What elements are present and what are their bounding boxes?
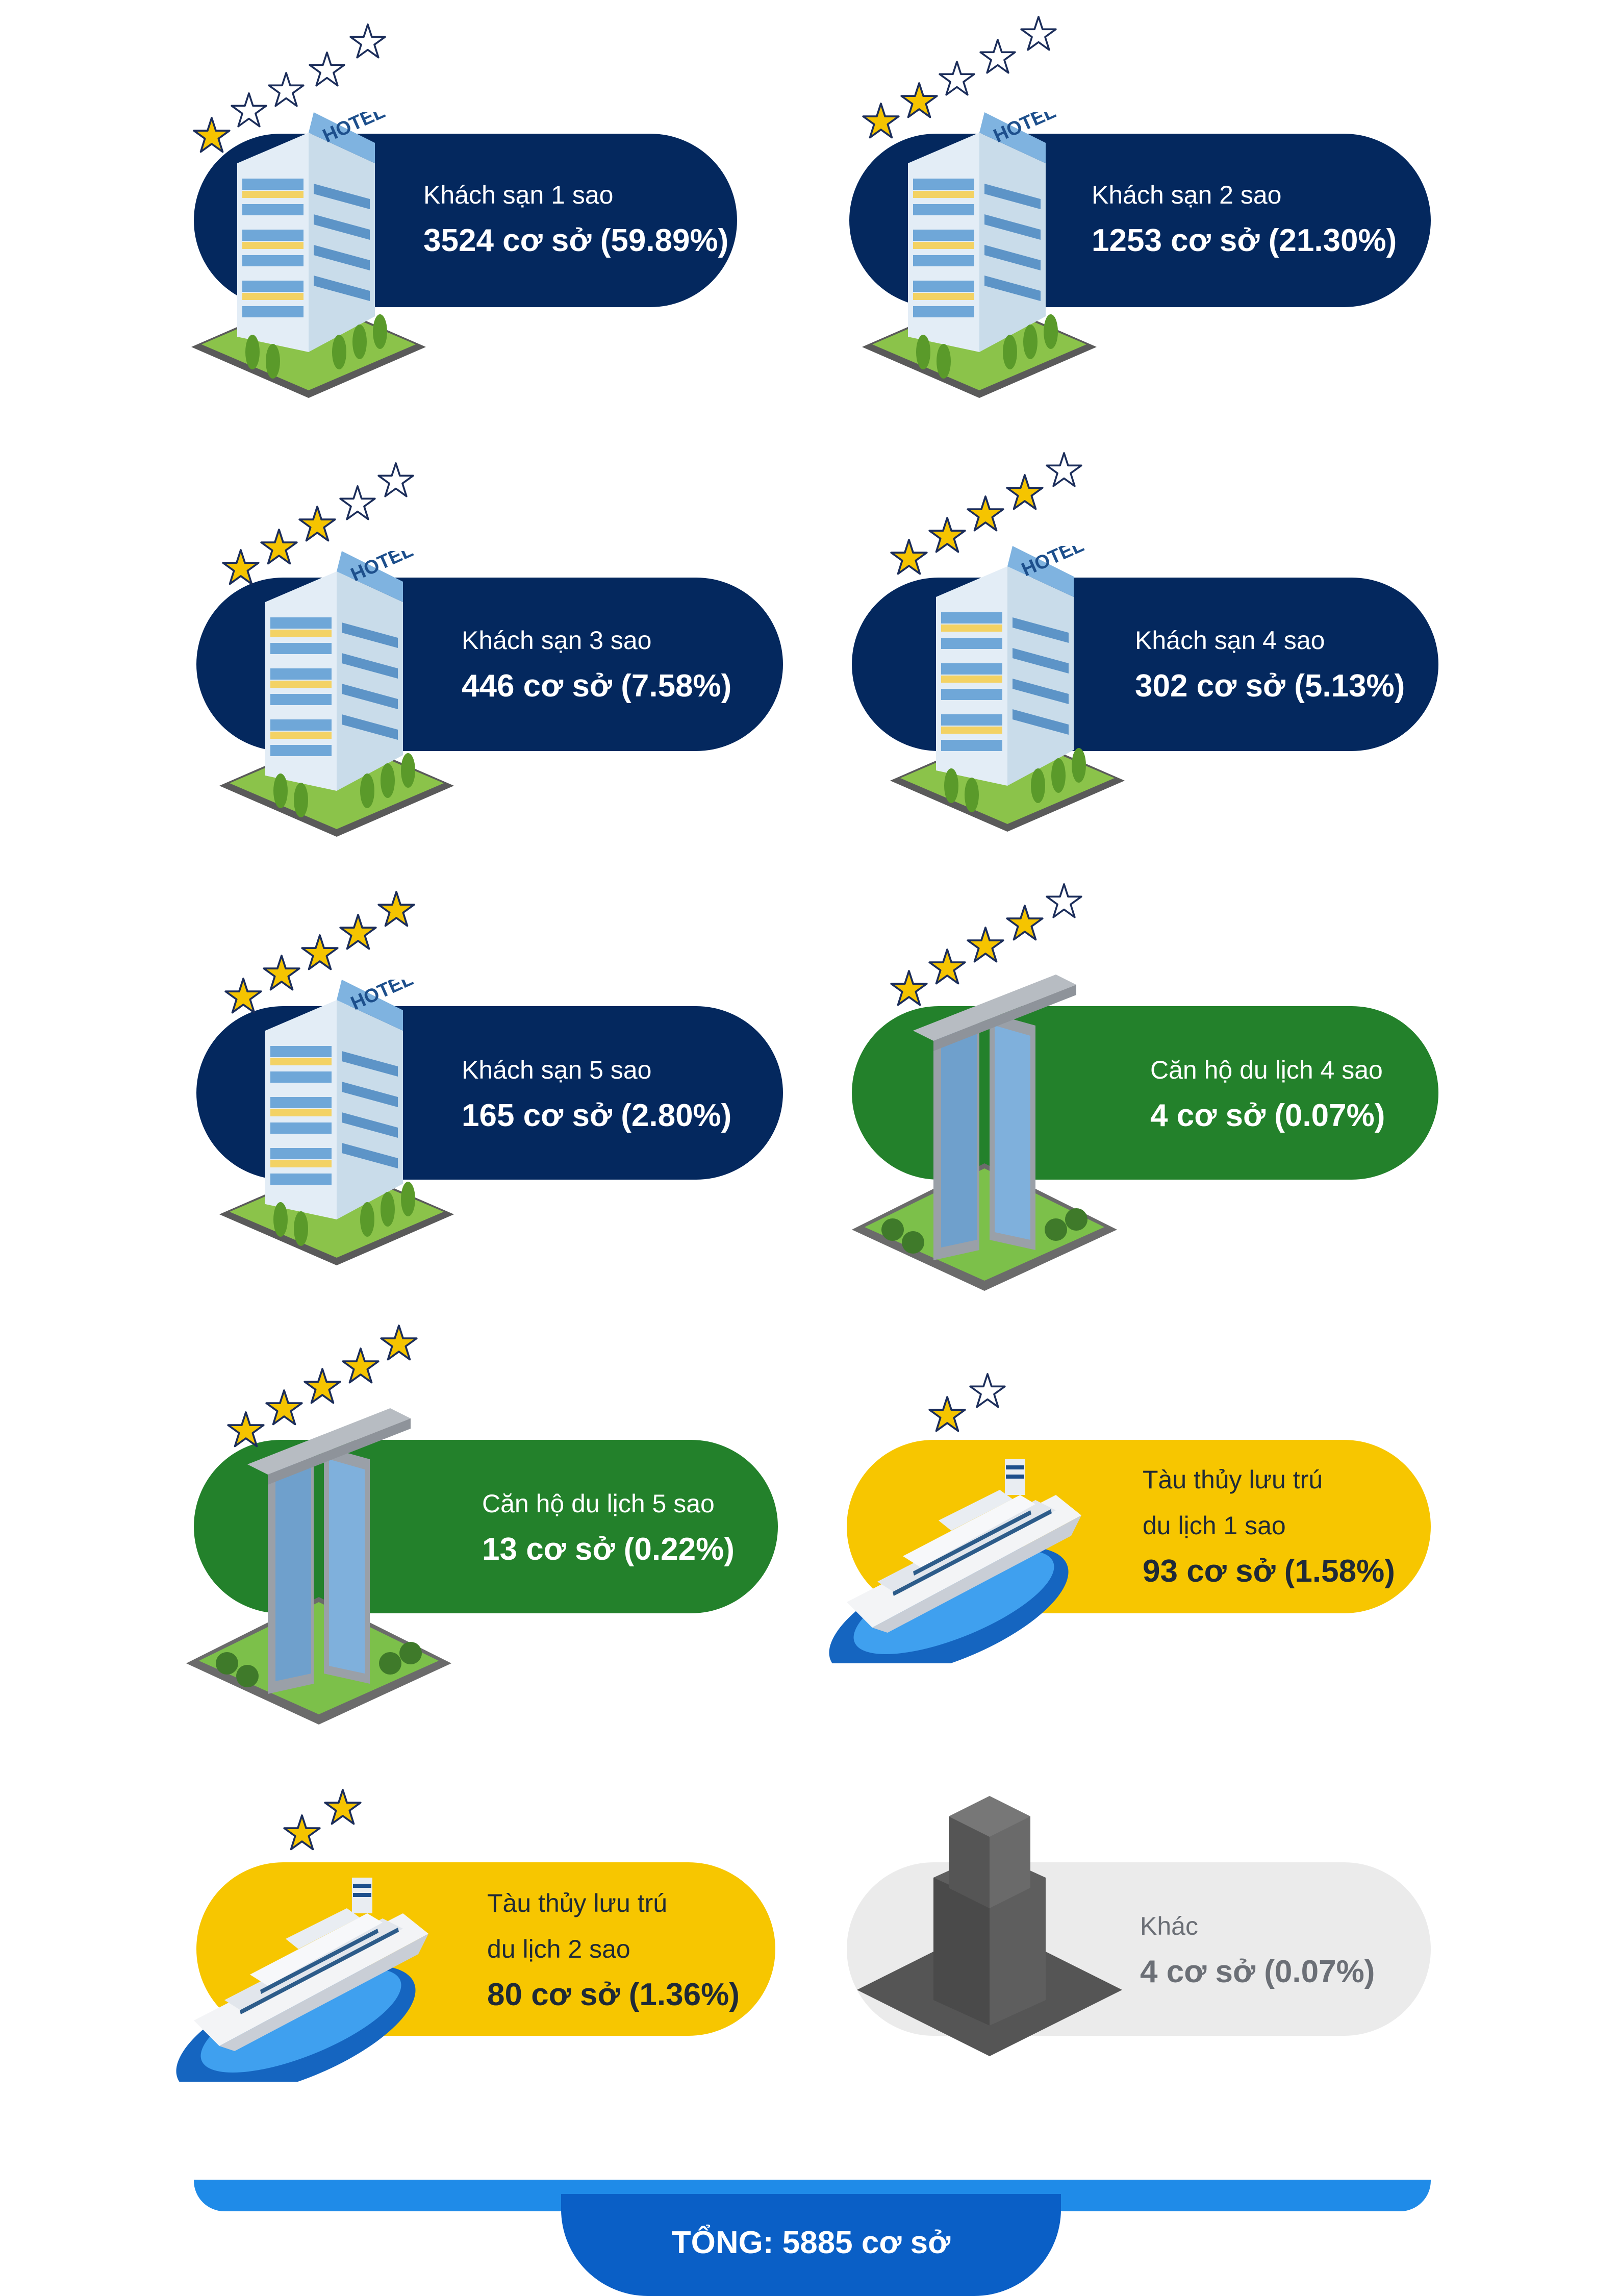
- apartment-tower-icon: [852, 964, 1117, 1291]
- star-outline-icon: [231, 92, 267, 129]
- star-outline-icon: [339, 485, 376, 521]
- hotel-building-icon: [219, 980, 454, 1265]
- star-filled-icon: [928, 1395, 966, 1433]
- card-value: 1253 cơ sở (21.30%): [1092, 223, 1397, 258]
- star-filled-icon: [227, 1411, 265, 1449]
- star-filled-icon: [324, 1788, 362, 1826]
- star-filled-icon: [890, 969, 928, 1007]
- star-filled-icon: [298, 505, 336, 543]
- total-tab: [561, 2194, 1061, 2296]
- star-filled-icon: [303, 1367, 341, 1405]
- star-filled-icon: [265, 1389, 303, 1427]
- star-filled-icon: [301, 934, 339, 971]
- star-filled-icon: [377, 890, 415, 928]
- star-filled-icon: [339, 913, 377, 951]
- star-outline-icon: [349, 23, 386, 60]
- star-outline-icon: [1046, 452, 1082, 488]
- star-outline-icon: [377, 462, 414, 498]
- card-label-line2: du lịch 1 sao: [1143, 1511, 1286, 1540]
- star-outline-icon: [969, 1372, 1006, 1409]
- card-value: 3524 cơ sở (59.89%): [423, 223, 729, 258]
- star-outline-icon: [1046, 883, 1082, 919]
- star-filled-icon: [1006, 904, 1044, 942]
- card-label: Khách sạn 5 sao: [462, 1056, 652, 1084]
- card-value: 4 cơ sở (0.07%): [1150, 1098, 1385, 1133]
- star-filled-icon: [283, 1814, 321, 1852]
- star-filled-icon: [967, 495, 1004, 533]
- hotel-building-icon: [890, 546, 1125, 832]
- card-label: Khác: [1140, 1912, 1198, 1940]
- star-filled-icon: [928, 516, 966, 554]
- card-value: 302 cơ sở (5.13%): [1135, 668, 1405, 704]
- star-filled-icon: [900, 82, 938, 119]
- star-filled-icon: [1006, 473, 1044, 511]
- card-label: Khách sạn 1 sao: [423, 181, 614, 209]
- star-filled-icon: [193, 116, 231, 154]
- generic-building-icon: [857, 1786, 1122, 2072]
- star-filled-icon: [263, 954, 300, 992]
- star-filled-icon: [222, 548, 260, 586]
- star-outline-icon: [939, 60, 975, 97]
- card-value: 13 cơ sở (0.22%): [482, 1532, 735, 1567]
- hotel-building-icon: [191, 112, 426, 398]
- card-label: Khách sạn 3 sao: [462, 626, 652, 655]
- star-filled-icon: [380, 1324, 418, 1362]
- card-label: Khách sạn 4 sao: [1135, 626, 1325, 655]
- card-value: 165 cơ sở (2.80%): [462, 1098, 732, 1133]
- star-filled-icon: [260, 528, 298, 566]
- hotel-building-icon: [219, 551, 454, 837]
- star-filled-icon: [224, 977, 262, 1015]
- total-label: TỔNG: 5885 cơ sở: [671, 2225, 951, 2260]
- star-filled-icon: [890, 538, 928, 576]
- card-value: 93 cơ sở (1.58%): [1143, 1554, 1395, 1589]
- card-value: 80 cơ sở (1.36%): [487, 1977, 740, 2012]
- star-outline-icon: [268, 71, 305, 108]
- star-filled-icon: [862, 102, 900, 140]
- card-label: Khách sạn 2 sao: [1092, 181, 1282, 209]
- card-value: 4 cơ sở (0.07%): [1140, 1954, 1375, 1989]
- star-filled-icon: [967, 926, 1004, 964]
- star-outline-icon: [1020, 15, 1057, 52]
- cruise-ship-icon: [816, 1418, 1102, 1663]
- star-outline-icon: [979, 38, 1016, 75]
- card-label-line1: Tàu thủy lưu trú: [487, 1889, 668, 1917]
- star-filled-icon: [342, 1347, 380, 1385]
- card-label-line2: du lịch 2 sao: [487, 1935, 630, 1963]
- card-label: Căn hộ du lịch 5 sao: [482, 1489, 715, 1518]
- hotel-building-icon: [862, 112, 1097, 398]
- card-label-line1: Tàu thủy lưu trú: [1143, 1465, 1323, 1494]
- card-value: 446 cơ sở (7.58%): [462, 668, 732, 704]
- star-outline-icon: [309, 51, 345, 88]
- apartment-tower-icon: [186, 1398, 451, 1725]
- cruise-ship-icon: [163, 1837, 449, 2082]
- star-filled-icon: [928, 948, 966, 986]
- card-label: Căn hộ du lịch 4 sao: [1150, 1056, 1383, 1084]
